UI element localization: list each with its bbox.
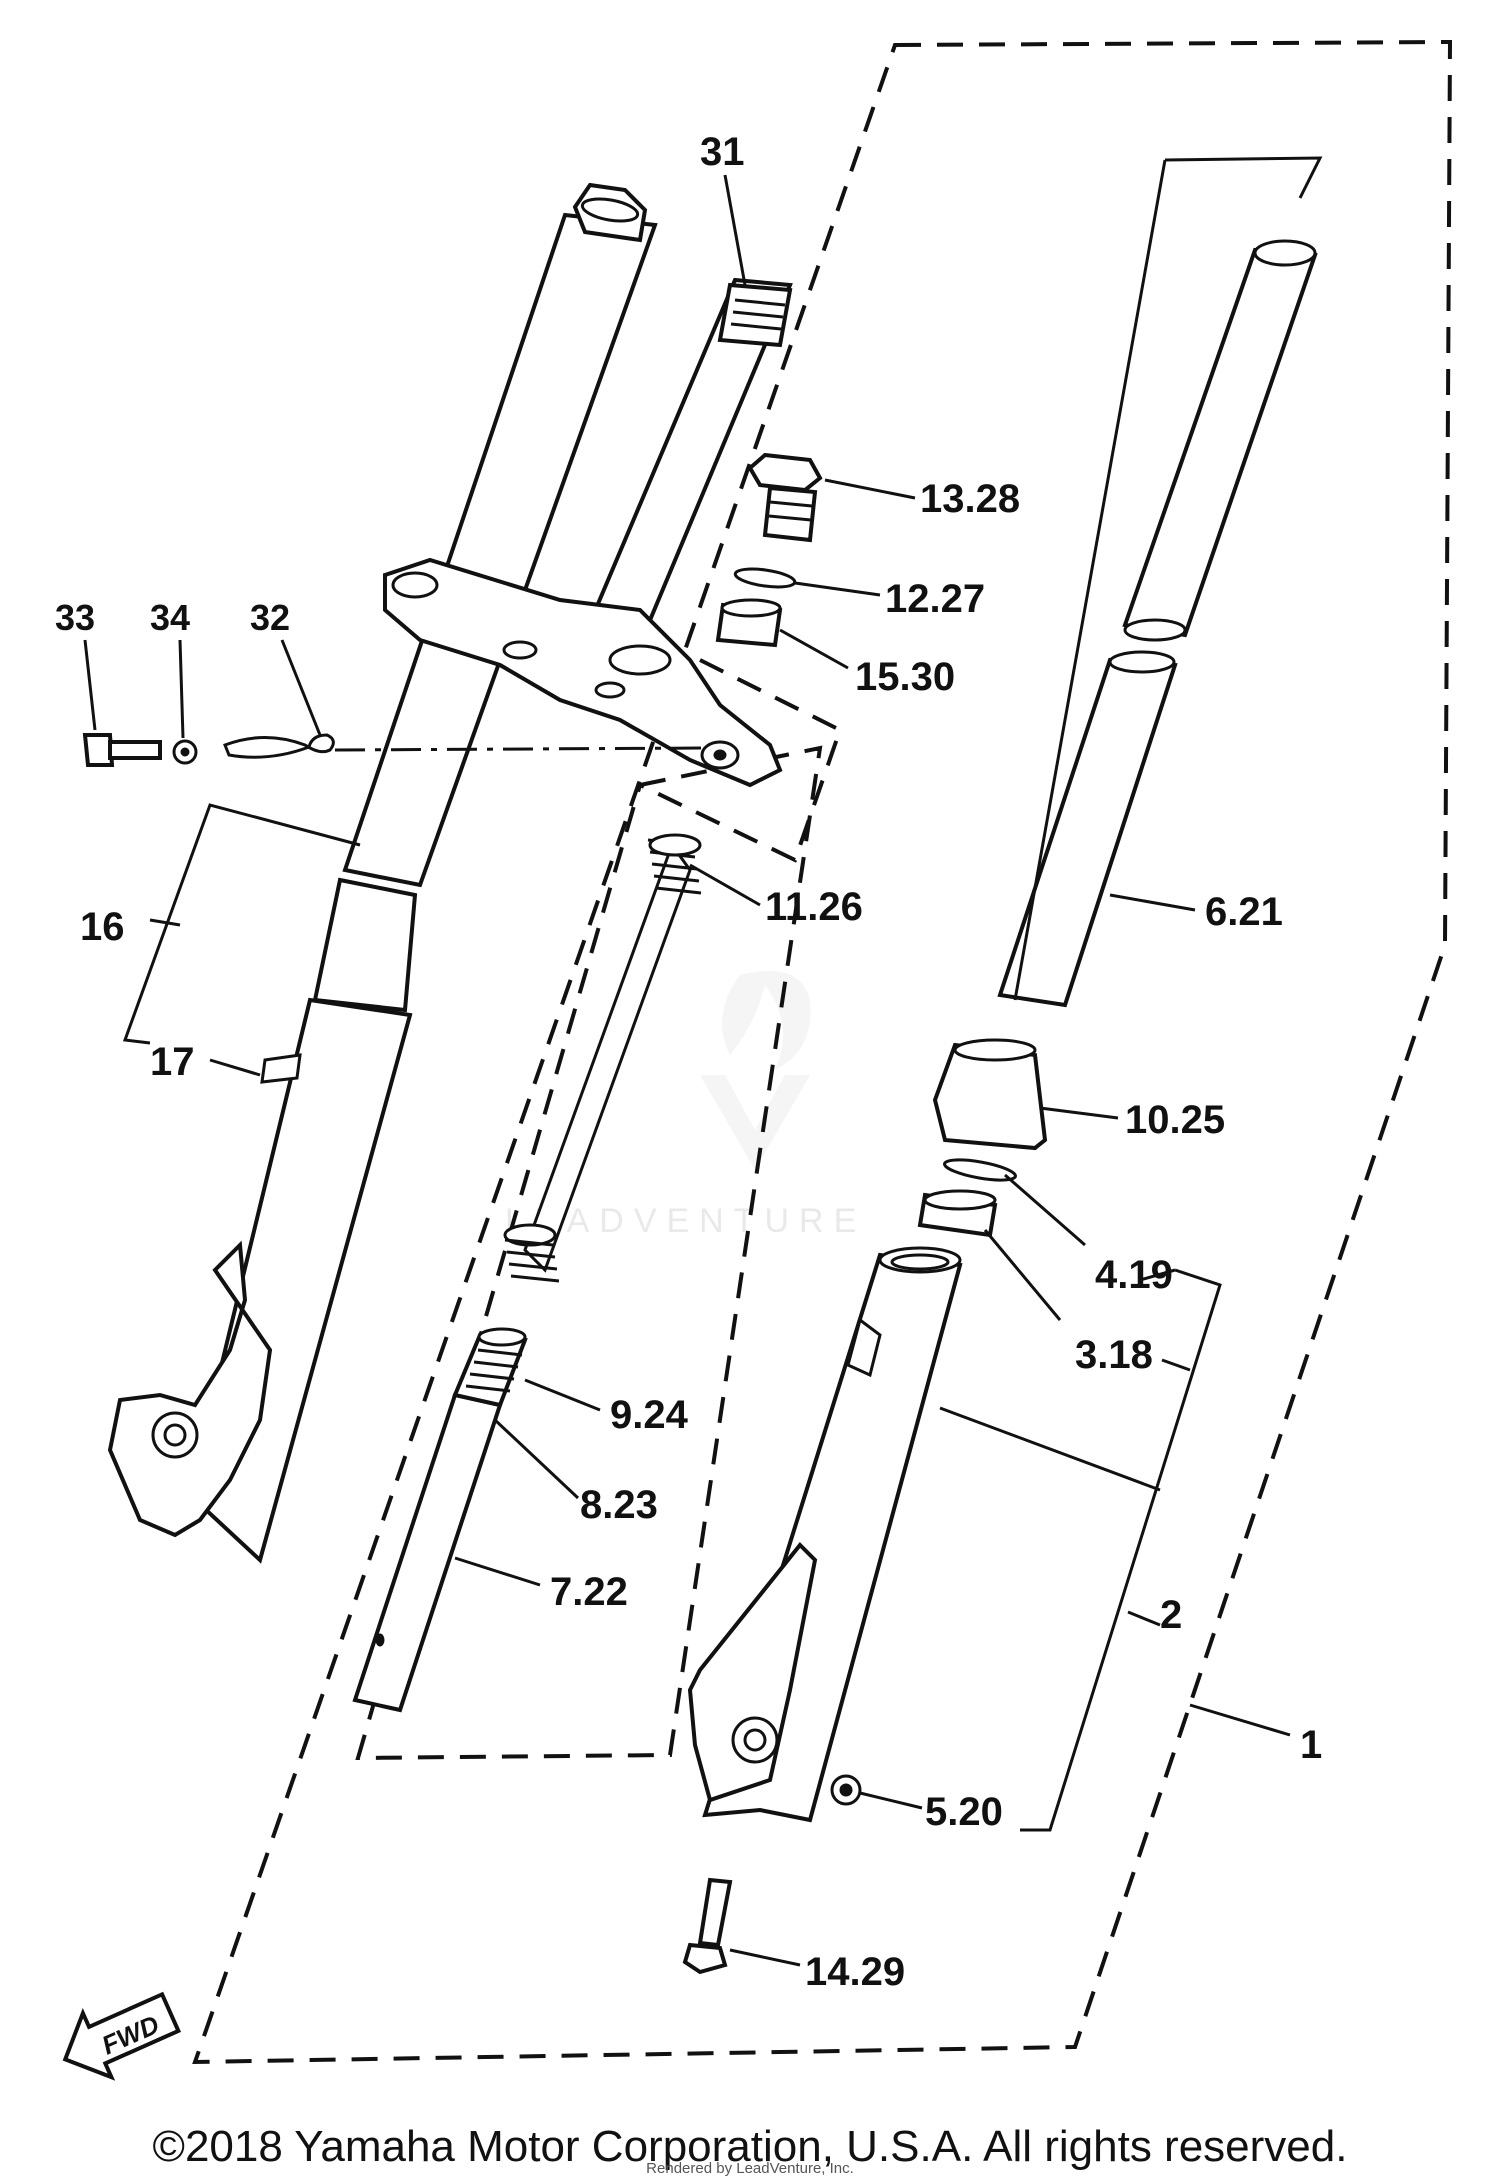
label-4-19: 4.19 — [1095, 1253, 1173, 1297]
label-15-30: 15.30 — [855, 655, 955, 699]
outer-tube-part — [687, 1246, 963, 1823]
label-10-25: 10.25 — [1125, 1098, 1225, 1142]
label-16: 16 — [80, 905, 125, 949]
forward-arrow-icon: FWD — [62, 1991, 182, 2081]
inner-tube-upper-part — [1122, 239, 1318, 642]
dust-seal-part — [932, 1038, 1048, 1151]
label-9-24: 9.24 — [610, 1393, 689, 1437]
clip-part — [223, 733, 335, 759]
washer-part — [172, 739, 198, 765]
spacer-part — [715, 598, 783, 648]
label-2: 2 — [1160, 1593, 1182, 1637]
label-3-18: 3.18 — [1075, 1333, 1153, 1377]
label-6-21: 6.21 — [1205, 890, 1283, 934]
render-credit: Rendered by LeadVenture, Inc. — [646, 2160, 854, 2177]
hex-bolt-part — [682, 1877, 733, 1975]
damper-rod-part — [352, 1327, 528, 1713]
assembly-boundary-outline — [192, 39, 1453, 2065]
top-bracket-boundary — [639, 658, 843, 863]
bolt-alignment-line — [334, 746, 711, 752]
o-ring-part — [733, 567, 797, 589]
label-34: 34 — [150, 597, 190, 638]
label-14-29: 14.29 — [805, 1950, 905, 1994]
under-bracket-stem — [383, 277, 793, 788]
cap-bolt-part — [747, 452, 823, 543]
label-7-22: 7.22 — [550, 1570, 628, 1614]
label-11-26: 11.26 — [765, 885, 863, 929]
copyright-notice: ©2018 Yamaha Motor Corporation, U.S.A. A… — [152, 2122, 1348, 2171]
oil-seal-part — [917, 1189, 998, 1238]
watermark-logo — [700, 970, 811, 1170]
bolt-part — [82, 733, 162, 767]
label-33: 33 — [55, 597, 95, 638]
left-fork-assembly — [107, 182, 658, 1564]
fork-spring-part — [503, 833, 702, 1283]
drain-washer-part — [830, 1774, 862, 1806]
circlip-part — [943, 1158, 1017, 1182]
label-12-27: 12.27 — [885, 577, 985, 621]
inner-tube-lower-part — [997, 650, 1178, 1008]
label-32: 32 — [250, 597, 290, 638]
label-13-28: 13.28 — [920, 477, 1020, 521]
label-1: 1 — [1300, 1723, 1322, 1767]
label-31: 31 — [700, 130, 745, 174]
label-17: 17 — [150, 1040, 195, 1084]
label-8-23: 8.23 — [580, 1483, 658, 1527]
label-5-20: 5.20 — [925, 1790, 1003, 1834]
